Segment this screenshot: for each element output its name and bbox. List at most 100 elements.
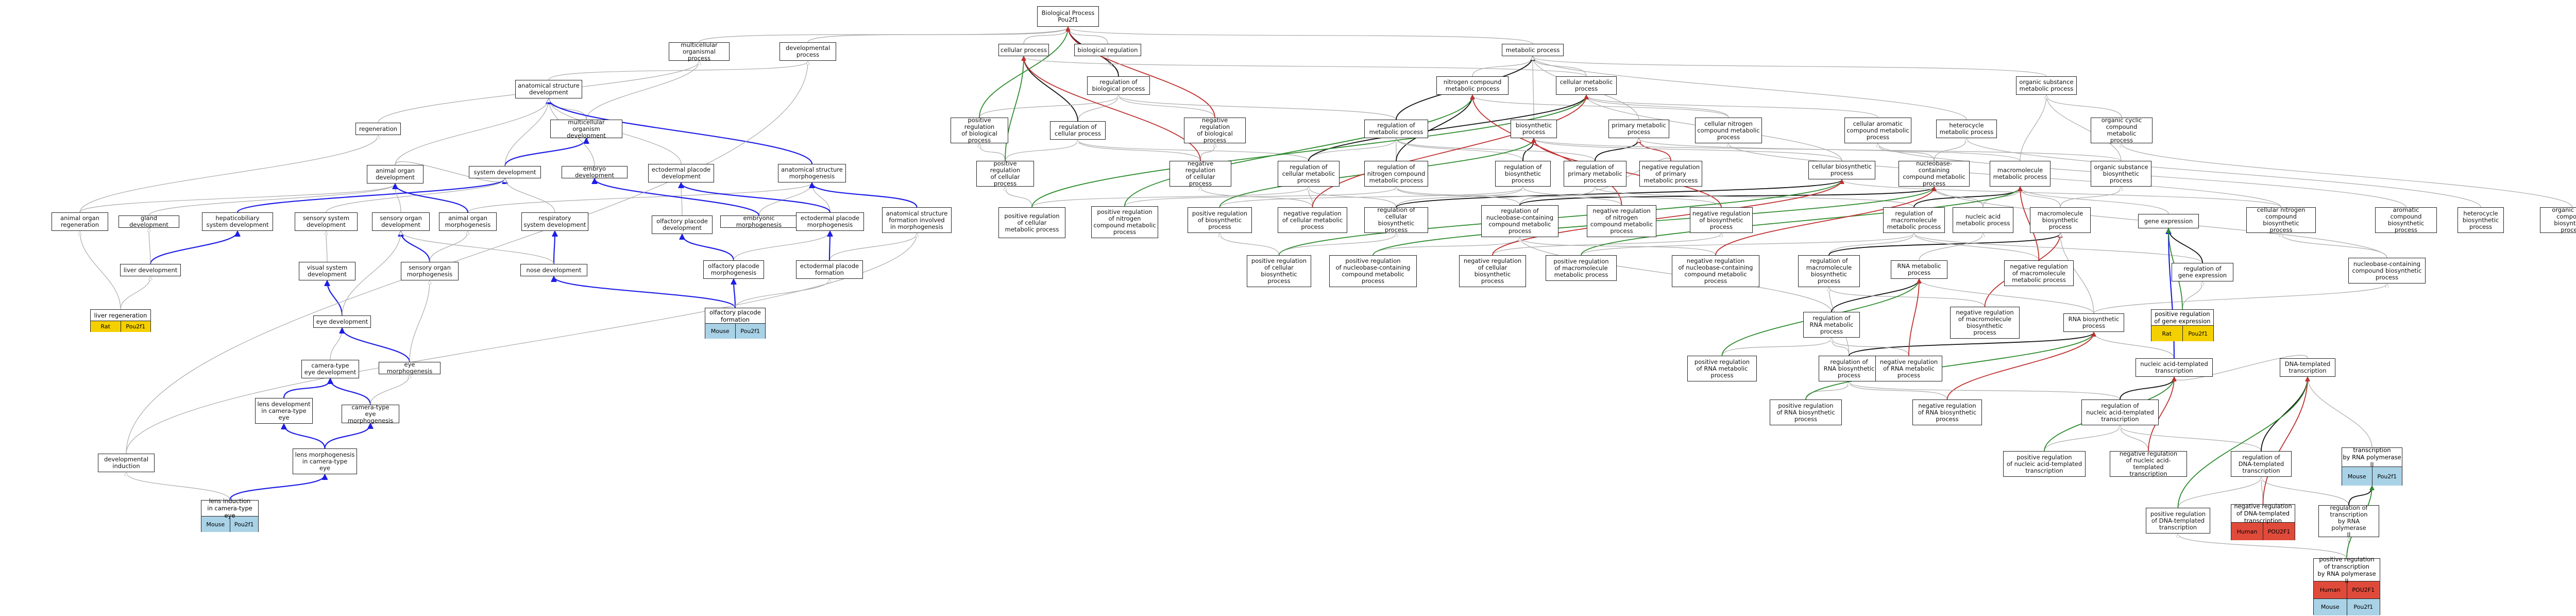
go-term-eye-morph[interactable]: eye morphogenesis bbox=[379, 361, 440, 375]
go-term-respiratory-dev[interactable]: respiratory system development bbox=[521, 212, 588, 231]
go-term-rna-biosynth[interactable]: RNA biosynthetic process bbox=[2063, 313, 2124, 332]
go-term-macro-biosynth[interactable]: macromolecule biosynthetic process bbox=[2030, 207, 2091, 233]
go-term-neg-reg-macro-met[interactable]: negative regulation of macromolecule met… bbox=[2004, 260, 2074, 286]
go-term-macromolecule-met[interactable]: macromolecule metabolic process bbox=[1990, 161, 2050, 187]
go-term-dna-transcription[interactable]: DNA-templated transcription bbox=[2280, 358, 2335, 377]
go-term-sensory-organ-morph[interactable]: sensory organ morphogenesis bbox=[401, 262, 459, 280]
go-term-reg-rna-met[interactable]: regulation of RNA metabolic process bbox=[1803, 312, 1860, 338]
go-term-multicellular-dev[interactable]: multicellular organism development bbox=[550, 119, 622, 139]
go-term-pos-reg-cell[interactable]: positive regulation of cellular process bbox=[976, 160, 1034, 187]
go-term-neg-reg-rna-met[interactable]: negative regulation of RNA metabolic pro… bbox=[1875, 356, 1942, 381]
go-term-reg-rna-biosynth[interactable]: regulation of RNA biosynthetic process bbox=[1819, 356, 1879, 381]
go-term-anatomical-formation[interactable]: anatomical structure formation involved … bbox=[882, 207, 952, 233]
go-term-pos-reg-bio[interactable]: positive regulation of biological proces… bbox=[951, 117, 1008, 144]
go-term-pos-reg-biosynth[interactable]: positive regulation of biosynthetic proc… bbox=[1188, 207, 1252, 233]
go-term-gland-dev[interactable]: gland development bbox=[118, 215, 179, 228]
go-term-bp[interactable]: Biological Process Pou2f1 bbox=[1037, 6, 1099, 27]
go-term-organic-met[interactable]: organic substance metabolic process bbox=[2016, 76, 2077, 95]
go-term-cell-nitrogen-biosynth[interactable]: cellular nitrogen compound biosynthetic … bbox=[2246, 207, 2316, 234]
go-term-metabolic-process[interactable]: metabolic process bbox=[1502, 44, 1564, 56]
go-term-lens-dev[interactable]: lens development in camera-type eye bbox=[255, 398, 313, 424]
go-term-aromatic-biosynth[interactable]: aromatic compound biosynthetic process bbox=[2375, 207, 2437, 234]
go-term-reg-nucleobase[interactable]: regulation of nucleobase-containing comp… bbox=[1481, 205, 1558, 237]
go-term-cell-nitrogen-met[interactable]: cellular nitrogen compound metabolic pro… bbox=[1695, 118, 1762, 143]
go-term-sensory-system-dev[interactable]: sensory system development bbox=[295, 212, 358, 231]
go-term-ectodermal-placode-formation[interactable]: ectodermal placode formation bbox=[796, 260, 863, 279]
go-term-visual-system-dev[interactable]: visual system development bbox=[299, 262, 355, 280]
go-term-sensory-organ-dev[interactable]: sensory organ development bbox=[372, 212, 430, 231]
go-term-pos-reg-cell-met[interactable]: positive regulation of cellular metaboli… bbox=[998, 207, 1065, 238]
go-term-nitrogen-met[interactable]: nitrogen compound metabolic process bbox=[1436, 76, 1509, 95]
go-term-gene-expression[interactable]: gene expression bbox=[2138, 214, 2199, 228]
annotated-term-neg-reg-dna-transcription[interactable]: negative regulation of DNA-templated tra… bbox=[2231, 503, 2295, 540]
go-term-pos-reg-nucleobase[interactable]: positive regulation of nucleobase-contai… bbox=[1329, 255, 1417, 287]
go-term-neg-reg-rna-biosynth[interactable]: negative regulation of RNA biosynthetic … bbox=[1912, 399, 1982, 425]
go-term-primary-met[interactable]: primary metabolic process bbox=[1608, 120, 1669, 138]
go-term-nucleic-acid-met[interactable]: nucleic acid metabolic process bbox=[1953, 207, 2013, 233]
go-term-neg-reg-nucleobase[interactable]: negative regulation of nucleobase-contai… bbox=[1672, 255, 1759, 287]
go-term-anatomical-dev[interactable]: anatomical structure development bbox=[515, 80, 582, 98]
go-term-developmental[interactable]: developmental process bbox=[779, 42, 836, 61]
annotated-term-pos-reg-transcription-pol2[interactable]: positive regulation of transcription by … bbox=[2313, 556, 2380, 615]
go-term-neg-reg-macro-biosynth[interactable]: negative regulation of macromolecule bio… bbox=[1950, 307, 2020, 339]
go-term-neg-reg-cell-biosynth[interactable]: negative regulation of cellular biosynth… bbox=[1459, 255, 1526, 287]
go-term-animal-organ-regen[interactable]: animal organ regeneration bbox=[52, 212, 108, 231]
go-term-heterocycle-biosynth[interactable]: heterocycle biosynthetic process bbox=[2458, 207, 2504, 233]
go-term-embryo-dev[interactable]: embryo development bbox=[562, 165, 628, 179]
go-term-neg-reg-nucleic-transcription[interactable]: negative regulation of nucleic acid-temp… bbox=[2110, 451, 2187, 477]
go-term-cellular-met[interactable]: cellular metabolic process bbox=[1556, 76, 1617, 95]
go-term-ectodermal-placode-morph[interactable]: ectodermal placode morphogenesis bbox=[796, 212, 864, 231]
go-term-neg-reg-cell-met[interactable]: negative regulation of cellular metaboli… bbox=[1278, 207, 1347, 233]
go-term-pos-reg-rna-biosynth[interactable]: positive regulation of RNA biosynthetic … bbox=[1770, 399, 1842, 425]
go-term-nucleobase-biosynth[interactable]: nucleobase-containing compound biosynthe… bbox=[2348, 258, 2426, 284]
go-term-reg-biosynth[interactable]: regulation of biosynthetic process bbox=[1495, 161, 1551, 187]
go-term-biological-regulation[interactable]: biological regulation bbox=[1074, 44, 1141, 56]
go-term-pos-reg-dna-transcription[interactable]: positive regulation of DNA-templated tra… bbox=[2146, 508, 2210, 534]
go-term-pos-reg-macro-met[interactable]: positive regulation of macromolecule met… bbox=[1546, 255, 1617, 281]
go-term-reg-macro-met[interactable]: regulation of macromolecule metabolic pr… bbox=[1883, 207, 1945, 233]
go-term-neg-reg-biosynth[interactable]: negative regulation of biosynthetic proc… bbox=[1690, 207, 1753, 233]
go-term-ectodermal-placode-dev[interactable]: ectodermal placode development bbox=[648, 164, 714, 182]
go-term-pos-reg-nucleic-transcription[interactable]: positive regulation of nucleic acid-temp… bbox=[2003, 451, 2086, 477]
go-term-reg-gene-expr[interactable]: regulation of gene expression bbox=[2172, 263, 2233, 281]
go-term-eye-dev[interactable]: eye development bbox=[313, 315, 371, 328]
go-term-neg-reg-bio[interactable]: negative regulation of biological proces… bbox=[1184, 117, 1246, 144]
go-term-neg-reg-cell[interactable]: negative regulation of cellular process bbox=[1170, 160, 1231, 187]
go-term-reg-macro-biosynth[interactable]: regulation of macromolecule biosynthetic… bbox=[1798, 255, 1860, 287]
go-term-reg-nucleic-transcription[interactable]: regulation of nucleic acid-templated tra… bbox=[2081, 399, 2159, 425]
go-term-reg-primary-met[interactable]: regulation of primary metabolic process bbox=[1564, 161, 1626, 187]
go-term-neg-reg-primary[interactable]: negative regulation of primary metabolic… bbox=[1639, 161, 1702, 187]
go-term-cellular-process[interactable]: cellular process bbox=[998, 44, 1049, 56]
go-term-reg-dna-transcription[interactable]: regulation of DNA-templated transcriptio… bbox=[2231, 451, 2292, 477]
go-term-olfactory-placode-morph[interactable]: olfactory placode morphogenesis bbox=[703, 260, 764, 279]
go-term-organic-cyclic-met[interactable]: organic cyclic compound metabolic proces… bbox=[2091, 117, 2153, 144]
go-term-hepaticobiliary-dev[interactable]: hepaticobiliary system development bbox=[202, 212, 273, 231]
go-term-rna-met[interactable]: RNA metabolic process bbox=[1891, 260, 1947, 279]
go-term-reg-cell[interactable]: regulation of cellular process bbox=[1050, 121, 1106, 140]
go-term-reg-bio[interactable]: regulation of biological process bbox=[1087, 76, 1150, 95]
go-term-organic-cyclic-biosynth[interactable]: organic cyclic compound biosynthetic pro… bbox=[2540, 207, 2576, 234]
go-term-lens-morph[interactable]: lens morphogenesis in camera-type eye bbox=[293, 448, 357, 474]
go-term-developmental-induction[interactable]: developmental induction bbox=[98, 454, 155, 472]
go-term-regeneration[interactable]: regeneration bbox=[355, 123, 401, 135]
go-term-pos-reg-rna-met[interactable]: positive regulation of RNA metabolic pro… bbox=[1687, 356, 1757, 381]
go-term-animal-organ-morph[interactable]: animal organ morphogenesis bbox=[439, 212, 497, 231]
go-term-anatomical-morph[interactable]: anatomical structure morphogenesis bbox=[778, 164, 846, 182]
go-term-neg-reg-nitrogen[interactable]: negative regulation of nitrogen compound… bbox=[1587, 205, 1656, 237]
go-term-heterocycle-met[interactable]: heterocycle metabolic process bbox=[1936, 120, 1997, 138]
go-term-nose-dev[interactable]: nose development bbox=[520, 264, 587, 276]
go-term-olfactory-placode-dev[interactable]: olfactory placode development bbox=[652, 215, 713, 234]
go-term-reg-cell-met[interactable]: regulation of cellular metabolic process bbox=[1278, 161, 1340, 187]
go-term-cell-aromatic-met[interactable]: cellular aromatic compound metabolic pro… bbox=[1844, 118, 1911, 143]
go-term-system-dev[interactable]: system development bbox=[469, 166, 541, 178]
go-term-animal-organ-dev[interactable]: animal organ development bbox=[367, 165, 423, 184]
go-term-multicellular[interactable]: multicellular organismal process bbox=[669, 41, 730, 61]
go-term-reg-cell-biosynth[interactable]: regulation of cellular biosynthetic proc… bbox=[1364, 207, 1428, 234]
go-term-pos-reg-cell-biosynth[interactable]: positive regulation of cellular biosynth… bbox=[1247, 255, 1311, 287]
go-term-nucleic-transcription[interactable]: nucleic acid-templated transcription bbox=[2136, 358, 2213, 377]
go-term-nucleobase-met[interactable]: nucleobase-containing compound metabolic… bbox=[1899, 160, 1970, 187]
